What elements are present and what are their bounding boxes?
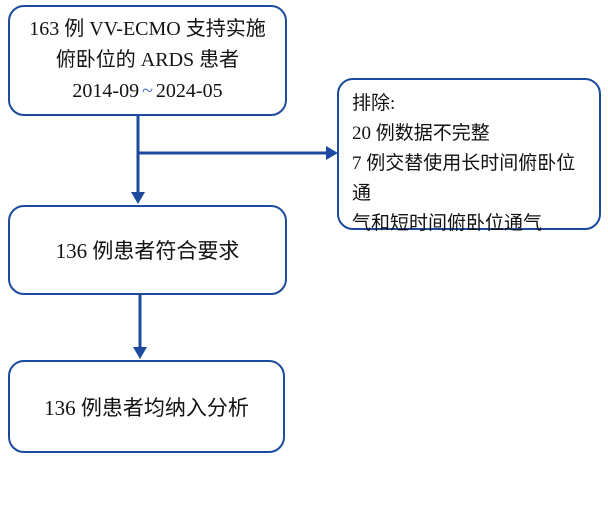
exclusion-reason-2-line2: 气和短时间俯卧位通气 [352, 213, 543, 234]
analysis-label: 136 例患者均纳入分析 [44, 395, 249, 420]
period-start: 2014-09 [72, 80, 140, 102]
initial-cohort-line1: 163 例 VV-ECMO 支持实施 [29, 18, 266, 40]
arrow-head-down-icon [131, 192, 145, 204]
arrow-head-down-icon [133, 347, 147, 359]
exclusion-heading: 排除: [352, 93, 396, 114]
exclusion-reason-1: 20 例数据不完整 [352, 123, 490, 144]
period-end: 2024-05 [155, 80, 223, 102]
exclusion-reason-2-line1: 7 例交替使用长时间俯卧位通 [352, 153, 576, 204]
box-initial-cohort: 163 例 VV-ECMO 支持实施 俯卧位的 ARDS 患者 2014-09~… [8, 5, 287, 116]
box-exclusion: 排除: 20 例数据不完整 7 例交替使用长时间俯卧位通 气和短时间俯卧位通气 [337, 78, 601, 234]
arrow-eligible-to-analysis [133, 294, 147, 359]
box-analysis: 136 例患者均纳入分析 [8, 360, 285, 453]
period-tilde: ~ [142, 80, 153, 102]
eligible-label: 136 例患者符合要求 [55, 239, 240, 263]
initial-cohort-period: 2014-09~2024-05 [72, 76, 222, 107]
initial-cohort-line2: 俯卧位的 ARDS 患者 [55, 49, 240, 71]
arrow-branch-to-exclusion [136, 146, 338, 160]
box-eligible: 136 例患者符合要求 [8, 205, 287, 295]
arrow-top-to-eligible [131, 114, 145, 204]
